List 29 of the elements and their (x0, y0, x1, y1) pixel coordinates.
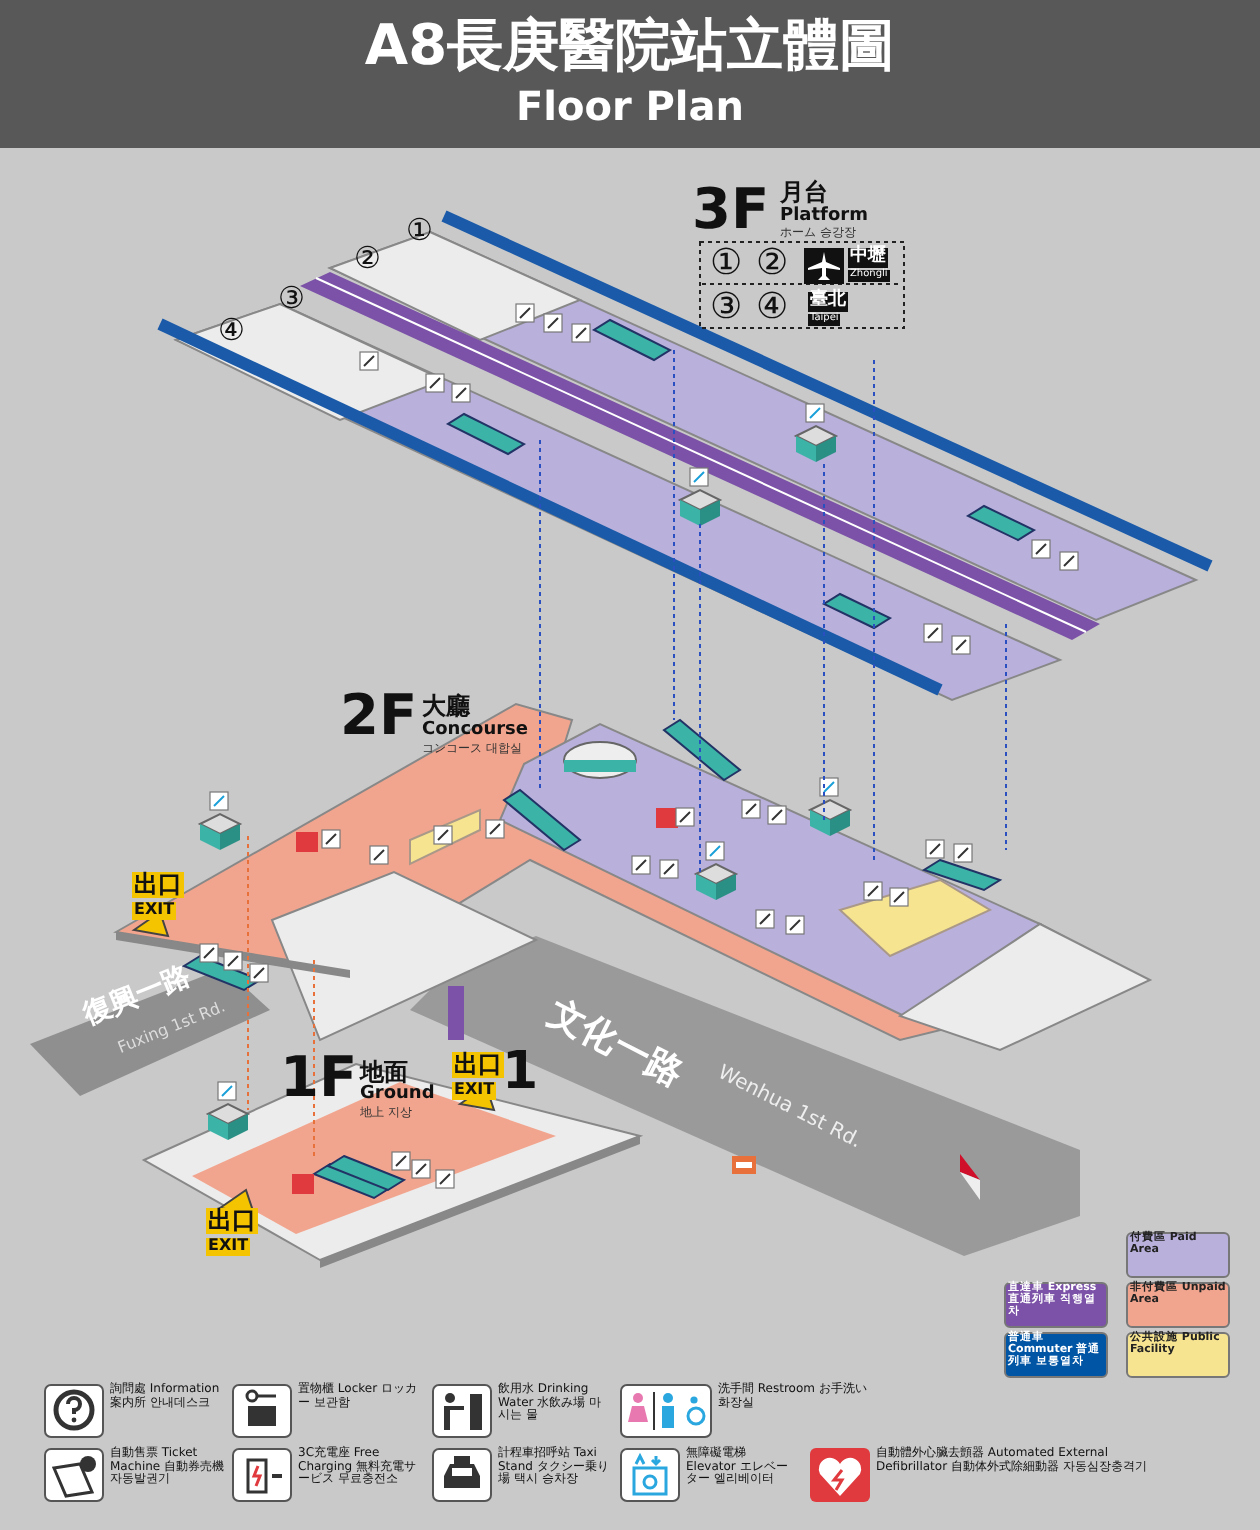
exit-sign: EXIT (132, 902, 177, 920)
floor-name: 大廳 (422, 694, 470, 720)
exit-sign: EXIT (206, 1238, 251, 1256)
subtitle: Floor Plan (513, 84, 747, 128)
station-sign: 中壢 (848, 248, 888, 268)
floor-name: 月台 (780, 180, 828, 206)
road-name: 文化一路 (542, 994, 689, 1095)
track-number: ① (406, 214, 433, 247)
exit-sign: 出口 (132, 872, 184, 899)
exit-number: 1 (502, 1044, 539, 1102)
floor-name-english: Platform (780, 208, 868, 227)
station-sign: 臺北 (808, 292, 848, 312)
exit-sign: EXIT (452, 1082, 497, 1100)
track-number: ④ (218, 314, 245, 347)
exit-sign: 出口 (206, 1208, 258, 1235)
track-number: ④ (756, 288, 789, 328)
floor-label: 2F (340, 686, 418, 748)
floor-name-english: Ground (360, 1086, 435, 1106)
exit-sign: 出口 (452, 1052, 504, 1079)
title: A8長庚醫院站立體圖 (362, 16, 898, 78)
floor-name: 地面 (360, 1060, 408, 1086)
track-number: ② (756, 244, 789, 284)
track-number: ③ (710, 288, 743, 328)
floor-name-english: Concourse (422, 722, 529, 742)
track-number: ② (354, 242, 381, 275)
track-number: ③ (278, 282, 305, 315)
floor-label: 1F (280, 1048, 358, 1110)
floor-label: 3F (692, 180, 770, 242)
track-number: ① (710, 244, 743, 284)
